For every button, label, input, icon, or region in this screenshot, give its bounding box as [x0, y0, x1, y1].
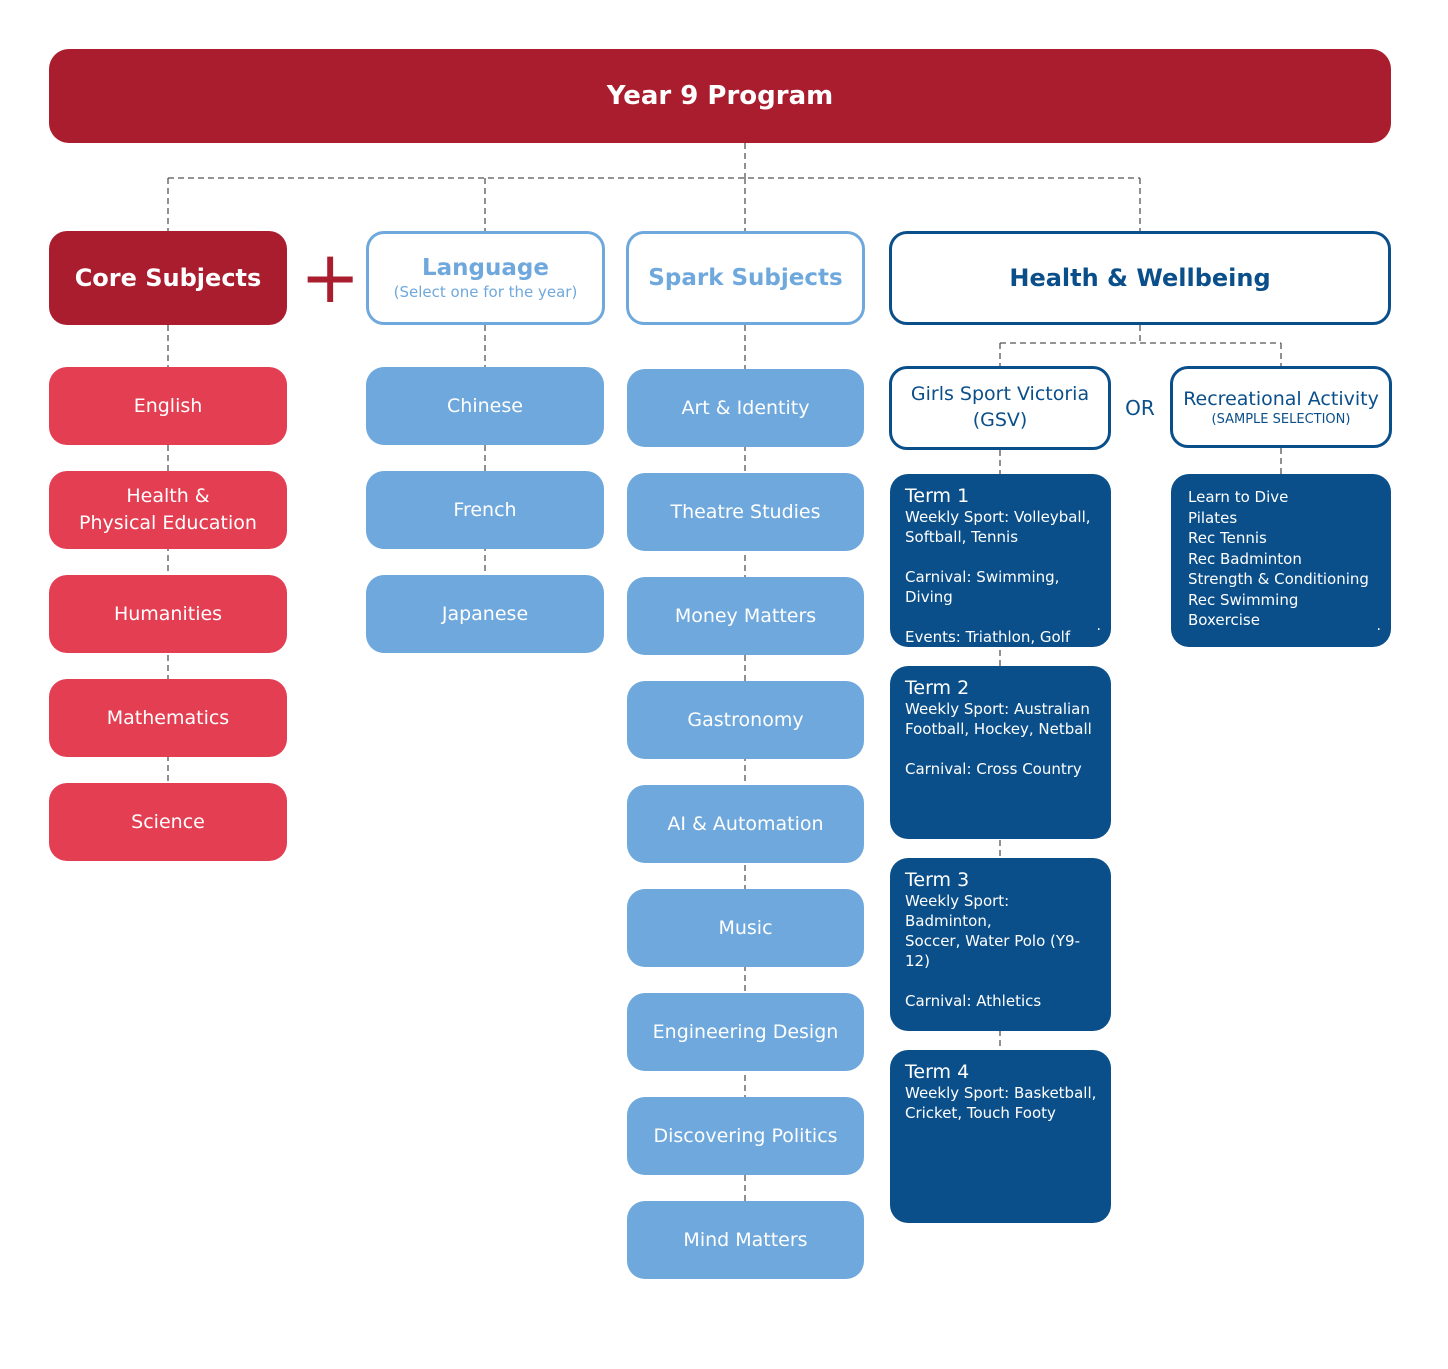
recreational-item: Rec Badminton	[1188, 549, 1302, 568]
language-label: Japanese	[441, 603, 529, 625]
language-japanese: Japanese	[366, 575, 604, 653]
gsv-heading: Girls Sport Victoria (GSV)	[889, 366, 1111, 450]
recreational-dot: .	[1376, 618, 1381, 634]
recreational-heading: Recreational Activity (SAMPLE SELECTION)	[1170, 366, 1392, 448]
term-line: Softball, Tennis	[905, 528, 1019, 546]
spark-mind-matters: Mind Matters	[627, 1201, 864, 1279]
spark-money-matters: Money Matters	[627, 577, 864, 655]
term-line: Cricket, Touch Footy	[905, 1104, 1056, 1122]
term-title: Term 4	[905, 1061, 970, 1083]
core-subject-label: Science	[131, 810, 205, 833]
gsv-heading-line1: Girls Sport Victoria	[910, 383, 1090, 406]
spark-ai-automation: AI & Automation	[627, 785, 864, 863]
language-label: French	[453, 499, 517, 521]
term-dot: .	[1096, 618, 1101, 634]
term-line: Football, Hockey, Netball	[905, 720, 1092, 738]
spark-label: Music	[718, 917, 773, 939]
core-subject-label: Mathematics	[106, 706, 230, 729]
term-line: Soccer, Water Polo (Y9-12)	[905, 932, 1081, 970]
core-subject-label-line2: Physical Education	[79, 512, 257, 534]
spark-art-identity: Art & Identity	[627, 369, 864, 447]
spark-label: AI & Automation	[667, 813, 824, 835]
spark-theatre-studies: Theatre Studies	[627, 473, 864, 551]
spark-engineering-design: Engineering Design	[627, 993, 864, 1071]
spark-label: Theatre Studies	[670, 501, 821, 523]
gsv-heading-line2: (GSV)	[972, 409, 1028, 431]
language-french: French	[366, 471, 604, 549]
spark-label: Money Matters	[674, 605, 817, 627]
term-1-card: Term 1 Weekly Sport: Volleyball, Softbal…	[890, 474, 1111, 647]
recreational-item: Pilates	[1188, 508, 1238, 527]
spark-label: Mind Matters	[683, 1229, 808, 1251]
term-line: Events: Triathlon, Golf	[905, 628, 1071, 646]
core-subject-label: English	[133, 394, 203, 417]
term-line: Carnival: Swimming, Diving	[905, 568, 1060, 606]
term-line: Weekly Sport: Basketball,	[905, 1084, 1097, 1102]
term-line: Carnival: Cross Country	[905, 760, 1082, 778]
spark-label: Discovering Politics	[653, 1125, 838, 1147]
core-subjects-heading-text: Core Subjects	[74, 264, 262, 292]
core-subjects-heading: Core Subjects	[49, 231, 287, 325]
spark-subjects-heading: Spark Subjects	[626, 231, 865, 325]
health-wellbeing-heading-text: Health & Wellbeing	[1009, 264, 1271, 292]
spark-discovering-politics: Discovering Politics	[627, 1097, 864, 1175]
recreational-heading-text: Recreational Activity	[1183, 387, 1379, 410]
language-subheading: (Select one for the year)	[393, 283, 578, 301]
recreational-subheading: (SAMPLE SELECTION)	[1211, 411, 1351, 427]
recreational-activity-list: Learn to Dive Pilates Rec Tennis Rec Bad…	[1171, 474, 1391, 647]
core-subject-health-pe: Health & Physical Education	[49, 471, 287, 549]
term-line: Weekly Sport: Australian	[905, 700, 1090, 718]
term-2-card: Term 2 Weekly Sport: Australian Football…	[890, 666, 1111, 839]
term-4-card: Term 4 Weekly Sport: Basketball, Cricket…	[890, 1050, 1111, 1223]
spark-subjects-heading-text: Spark Subjects	[648, 265, 843, 291]
term-line: Carnival: Athletics	[905, 992, 1042, 1010]
language-chinese: Chinese	[366, 367, 604, 445]
term-3-card: Term 3 Weekly Sport: Badminton, Soccer, …	[890, 858, 1111, 1031]
core-subject-label-line1: Health &	[126, 485, 210, 508]
health-wellbeing-heading: Health & Wellbeing	[889, 231, 1391, 325]
term-line: Weekly Sport: Badminton,	[905, 892, 1010, 930]
program-title-text: Year 9 Program	[606, 81, 834, 111]
term-line: Weekly Sport: Volleyball,	[905, 508, 1091, 526]
plus-icon: +	[300, 235, 361, 319]
core-subject-mathematics: Mathematics	[49, 679, 287, 757]
language-label: Chinese	[447, 395, 523, 417]
or-label: OR	[1125, 396, 1155, 420]
core-subject-humanities: Humanities	[49, 575, 287, 653]
program-title: Year 9 Program	[49, 49, 1391, 143]
recreational-item: Strength & Conditioning	[1188, 570, 1369, 588]
spark-label: Engineering Design	[652, 1021, 839, 1043]
core-subject-label: Humanities	[113, 602, 223, 625]
recreational-item: Learn to Dive	[1188, 488, 1289, 506]
language-heading-text: Language	[422, 255, 549, 281]
core-subject-english: English	[49, 367, 287, 445]
core-subject-science: Science	[49, 783, 287, 861]
term-title: Term 2	[905, 677, 970, 699]
recreational-item: Boxercise	[1188, 611, 1260, 629]
spark-label: Art & Identity	[681, 397, 810, 419]
spark-label: Gastronomy	[687, 709, 804, 731]
language-heading: Language (Select one for the year)	[366, 231, 605, 325]
spark-gastronomy: Gastronomy	[627, 681, 864, 759]
term-title: Term 3	[905, 869, 970, 891]
recreational-item: Rec Swimming	[1188, 590, 1299, 609]
term-title: Term 1	[905, 485, 970, 507]
spark-music: Music	[627, 889, 864, 967]
recreational-item: Rec Tennis	[1188, 529, 1267, 547]
